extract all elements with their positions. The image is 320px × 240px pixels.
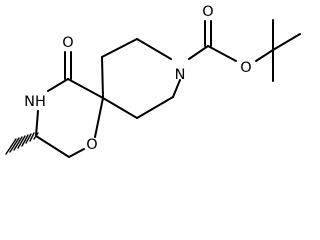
bonds [35, 19, 301, 158]
bond-c2-o-ring [68, 148, 85, 158]
stereo-hashed-wedge [5, 132, 39, 155]
bond-spiro-c-lactam [67, 78, 104, 99]
bond-c8-n [172, 79, 181, 98]
bond-c3-c2 [35, 135, 70, 158]
atom-label-o-ester: O [240, 60, 251, 76]
atom-label-o-carbonyl-top: O [202, 4, 213, 20]
atom-label-o-ring: O [86, 137, 97, 153]
bond-c7-c8 [136, 96, 174, 119]
bond-c-lactam-nh [47, 78, 69, 92]
bond-c9-c10 [101, 38, 138, 58]
bond-o-ring-spiro [94, 97, 104, 138]
bond-c-tertbutyl-ch3-right [272, 33, 301, 51]
bond-c-ester-o [207, 45, 237, 62]
bond-c10-spiro [101, 56, 104, 99]
chemical-structure: N O O O NH O [5, 4, 301, 158]
bond-n-carbonyl-c [188, 45, 209, 60]
atom-label-nh-lactam: NH [24, 94, 46, 110]
bond-spiro-c7 [102, 97, 138, 119]
atom-label-n-piperidine: N [175, 67, 186, 83]
bond-o-ester-c-tertbutyl [255, 49, 274, 62]
bond-nh-c3 [35, 110, 39, 137]
bond-n-c9 [136, 38, 172, 60]
atom-label-o-lactam: O [62, 35, 73, 51]
